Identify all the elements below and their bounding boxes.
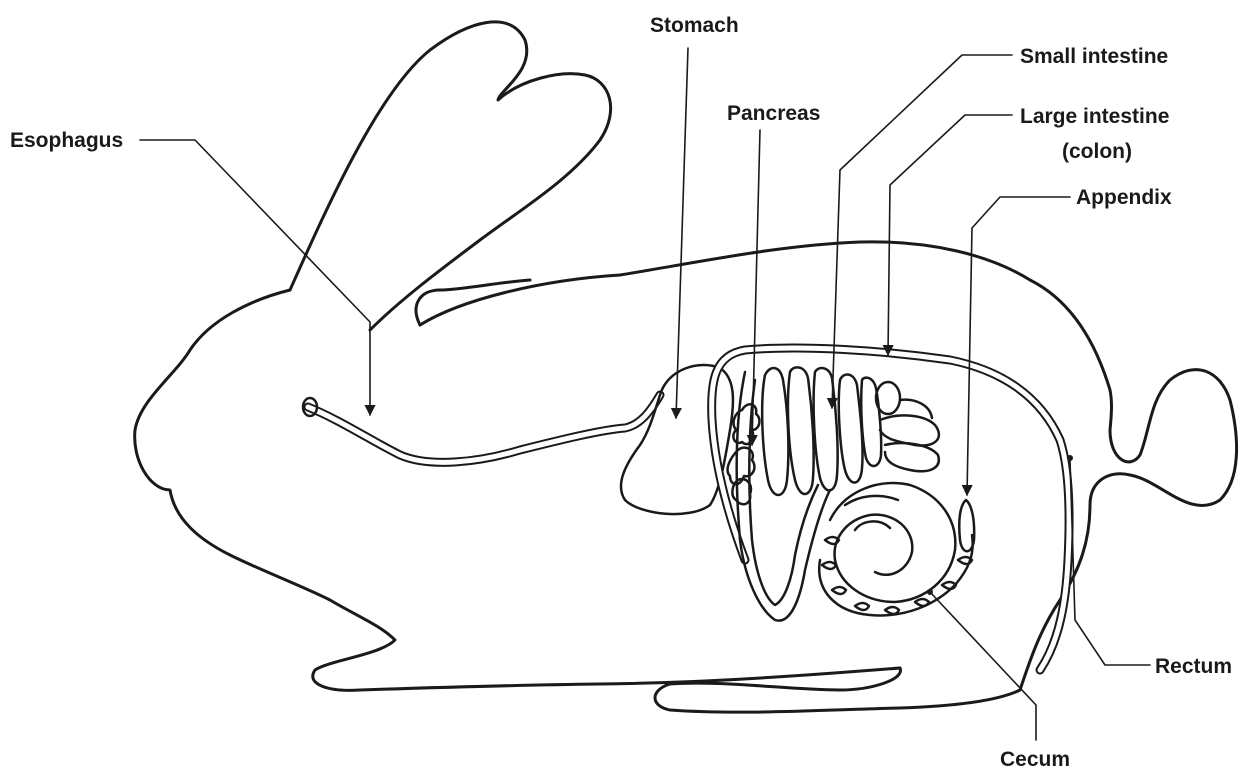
- label-pancreas: Pancreas: [727, 102, 820, 125]
- label-stomach: Stomach: [650, 14, 739, 37]
- colon-tube: [712, 348, 1069, 670]
- label-esophagus: Esophagus: [10, 129, 123, 152]
- cecum-spiral: [819, 483, 972, 615]
- esophagus-leader: [140, 140, 370, 415]
- label-rectum: Rectum: [1155, 655, 1232, 678]
- rectum-leader-dot: [1067, 455, 1073, 461]
- small-intestine-coils: [762, 367, 939, 495]
- stomach-leader: [676, 48, 688, 418]
- label-large-intestine: Large intestine: [1020, 105, 1169, 128]
- label-small-intestine: Small intestine: [1020, 45, 1168, 68]
- rectum-leader: [1070, 460, 1150, 665]
- cecum-leader-dot: [927, 589, 933, 595]
- pancreas-leader: [752, 130, 760, 445]
- appendix-leader: [967, 197, 1070, 495]
- esophagus-tube: [303, 395, 660, 462]
- back-ear-outline: [420, 242, 1110, 390]
- leader-lines: [140, 48, 1150, 740]
- label-cecum: Cecum: [1000, 748, 1070, 771]
- cecum-leader: [930, 592, 1036, 740]
- label-appendix: Appendix: [1076, 186, 1172, 209]
- label-large-intestine-colon: (colon): [1062, 140, 1132, 163]
- large-intestine-leader: [888, 115, 1012, 355]
- front-ear-outline: [290, 22, 611, 330]
